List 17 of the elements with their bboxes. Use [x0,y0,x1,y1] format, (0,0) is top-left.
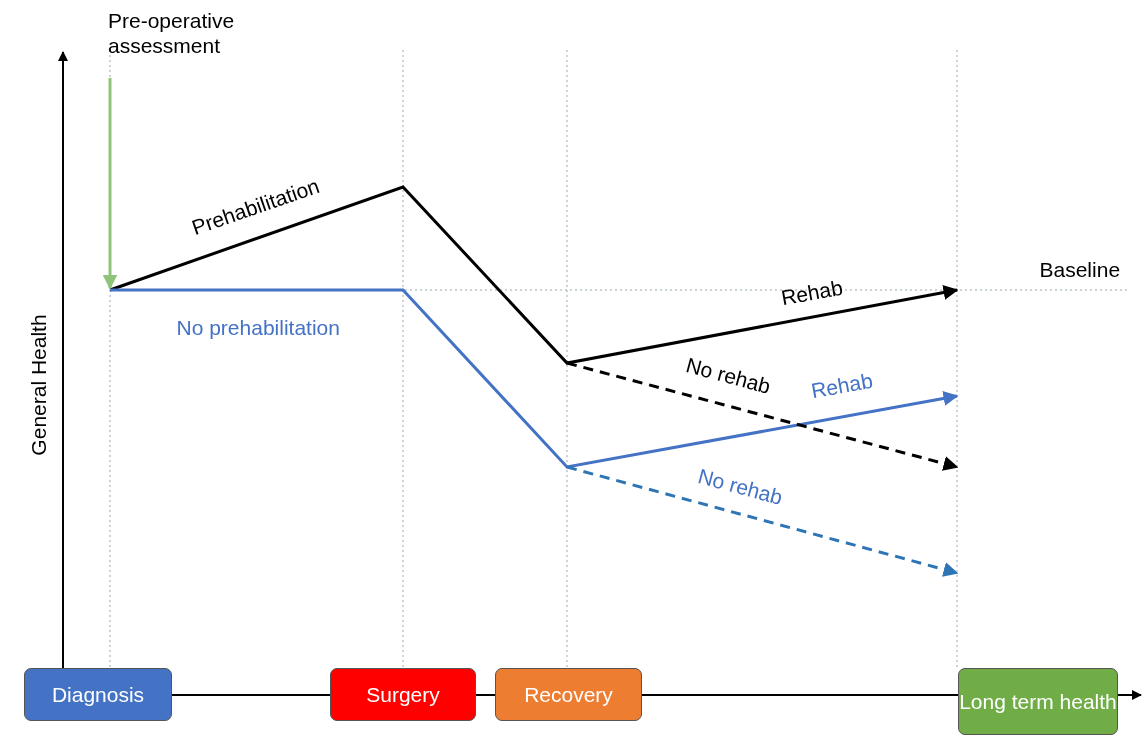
arrow [1117,690,1142,700]
line-label: Rehab [809,368,875,404]
timeline-box: Long term health [958,668,1118,735]
line-label: No prehabilitation [176,316,340,340]
axis-label: General Health [26,314,51,456]
timeline-box: Diagnosis [24,668,172,721]
timeline-line [641,694,959,696]
line-label: Baseline [1039,258,1121,282]
timeline-box: Recovery [495,668,642,721]
timeline-line [171,694,331,696]
line-label: Rehab [779,275,845,311]
timeline-line [475,694,496,696]
timeline-box: Surgery [330,668,476,721]
line-label: No rehab [695,464,785,510]
annotation-text: Pre-operative assessment [108,8,258,70]
line-label: No rehab [683,353,773,399]
arrow [102,78,118,290]
